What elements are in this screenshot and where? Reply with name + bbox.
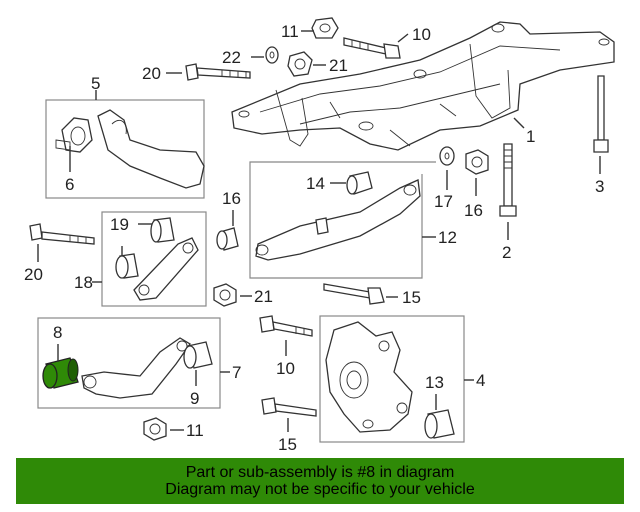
callout-15-lower: 15	[278, 435, 297, 454]
callout-17: 17	[434, 192, 453, 211]
callout-20-top: 20	[142, 64, 161, 83]
callout-16-right: 16	[464, 201, 483, 220]
callout-7: 7	[232, 363, 241, 382]
callout-21-top: 21	[329, 56, 348, 75]
knuckle	[325, 321, 413, 433]
callout-10-top: 10	[412, 25, 431, 44]
bolt-3	[593, 75, 609, 153]
group-box-12	[249, 161, 436, 279]
bolt-10-top	[343, 37, 401, 59]
trailing-arm-assembly	[55, 109, 205, 189]
washer-22	[265, 46, 279, 64]
bolt-15-mid	[323, 283, 385, 305]
callout-22: 22	[222, 48, 241, 67]
callout-3: 3	[595, 177, 604, 196]
callout-numbers: 11 10 22 21 20 5 6 1 3 17 16 2 14 12 16 …	[24, 22, 604, 454]
bushing-16-mid	[216, 227, 239, 251]
leader-lines	[37, 30, 601, 432]
bolt-20-mid	[29, 223, 95, 245]
bushing-13	[424, 409, 455, 439]
nut-11-top	[311, 17, 339, 39]
callout-15-mid: 15	[402, 288, 421, 307]
callout-20-mid: 20	[24, 265, 43, 284]
callout-5: 5	[91, 74, 100, 93]
callout-18: 18	[74, 273, 93, 292]
callout-4: 4	[476, 371, 485, 390]
callout-11-lower: 11	[186, 421, 204, 440]
banner-line-2: Diagram may not be specific to your vehi…	[165, 481, 475, 498]
bushing-9	[183, 341, 213, 369]
washer-17	[439, 146, 455, 166]
bolt-20-top	[185, 63, 251, 81]
callout-6: 6	[65, 175, 74, 194]
group-box-5	[45, 99, 205, 199]
highlight-banner: Part or sub-assembly is #8 in diagram Di…	[16, 458, 624, 504]
callout-1: 1	[526, 127, 535, 146]
callout-8: 8	[53, 323, 62, 342]
nut-11-lower	[143, 417, 167, 441]
callout-13: 13	[425, 373, 444, 392]
bushing-14	[346, 171, 373, 195]
callout-9: 9	[190, 389, 199, 408]
nut-16-right	[465, 149, 489, 175]
crossmember	[231, 21, 615, 151]
link-18	[115, 217, 199, 301]
callout-19: 19	[110, 215, 129, 234]
upper-control-arm	[81, 337, 191, 399]
bolt-15-lower	[261, 397, 317, 417]
group-box-7	[37, 317, 221, 409]
callout-16-mid: 16	[222, 189, 241, 208]
callout-2: 2	[502, 243, 511, 262]
callout-21-mid: 21	[254, 287, 273, 306]
lower-control-arm	[255, 179, 421, 261]
banner-line-1: Part or sub-assembly is #8 in diagram	[185, 464, 455, 481]
nut-21-top	[287, 51, 313, 77]
bolt-10-lower	[259, 315, 313, 337]
bushing-8-highlighted	[42, 357, 79, 389]
callout-11-top: 11	[281, 22, 299, 41]
group-box-4	[319, 315, 465, 443]
nut-21-mid	[213, 283, 237, 307]
group-box-18	[101, 211, 207, 307]
callout-12: 12	[438, 228, 457, 247]
bolt-2	[499, 143, 517, 217]
callout-14: 14	[306, 174, 325, 193]
callout-10-lower: 10	[276, 359, 295, 378]
